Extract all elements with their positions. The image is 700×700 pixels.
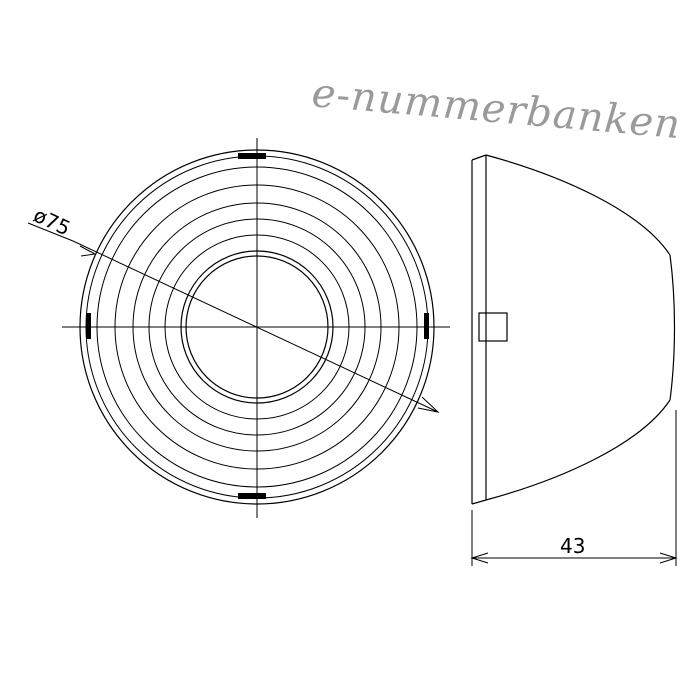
side-view: 43 bbox=[470, 154, 678, 566]
rim-tab-top bbox=[238, 153, 266, 159]
diameter-arrow-start bbox=[79, 245, 97, 257]
side-profile-end bbox=[669, 254, 676, 401]
front-view: ø75 bbox=[27, 138, 450, 518]
side-flange-top bbox=[471, 154, 487, 161]
side-flange-bottom bbox=[471, 499, 487, 505]
depth-arrow-right bbox=[659, 552, 678, 564]
rim-tab-bottom bbox=[238, 493, 266, 499]
side-profile-top bbox=[485, 154, 671, 256]
depth-label: 43 bbox=[560, 534, 585, 558]
diameter-dimension-line bbox=[72, 240, 439, 413]
depth-arrow-left bbox=[470, 552, 489, 564]
rim-tab-right bbox=[424, 313, 429, 339]
side-profile-bottom bbox=[485, 399, 671, 501]
diameter-arrow-end bbox=[417, 396, 440, 413]
diameter-leader-tail bbox=[27, 222, 74, 242]
side-clip bbox=[478, 312, 508, 342]
rim-tab-left bbox=[86, 313, 91, 339]
diameter-label: ø75 bbox=[30, 203, 74, 241]
